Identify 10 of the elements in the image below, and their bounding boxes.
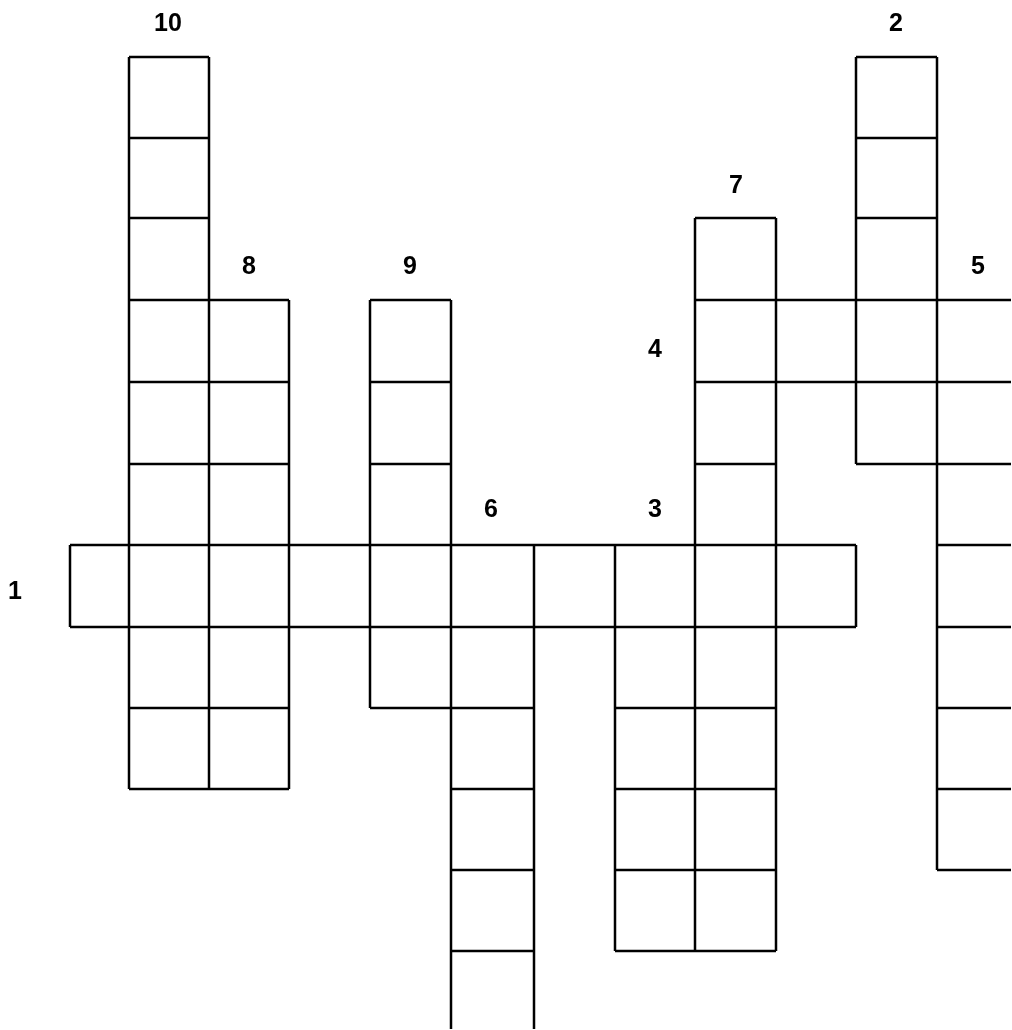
clue-number: 7	[729, 171, 743, 197]
clue-number: 1	[8, 577, 22, 603]
clue-number: 3	[648, 495, 662, 521]
clue-number: 10	[154, 9, 182, 35]
clue-number: 9	[403, 252, 417, 278]
clue-number: 2	[889, 9, 903, 35]
clue-number: 5	[971, 252, 985, 278]
clue-number: 6	[484, 495, 498, 521]
clue-number: 8	[242, 252, 256, 278]
clue-number: 4	[648, 335, 662, 361]
